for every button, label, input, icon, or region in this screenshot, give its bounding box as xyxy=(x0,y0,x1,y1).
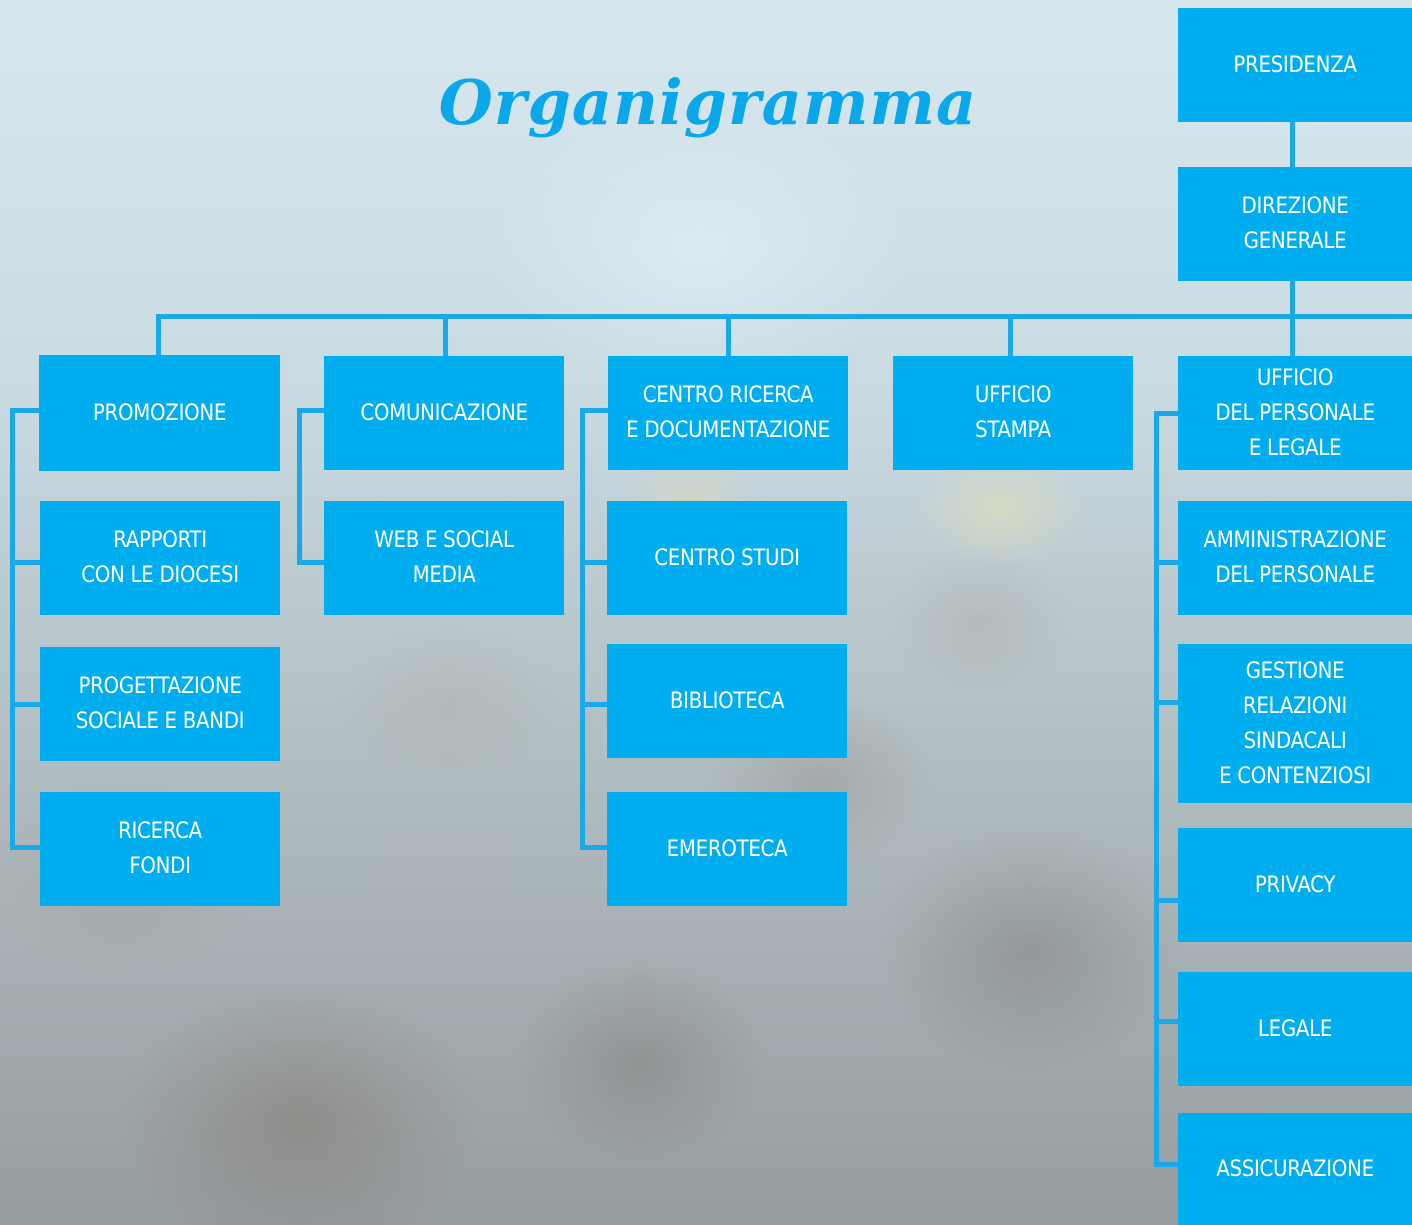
bracket-comunicazione-vertical xyxy=(297,408,302,565)
bracket-comunicazione-tick xyxy=(297,560,325,565)
box-amministrazione-del-personale: AMMINISTRAZIONE DEL PERSONALE xyxy=(1178,501,1412,615)
box-ricerca-fondi: RICERCA FONDI xyxy=(40,792,280,906)
bracket-promozione-vertical xyxy=(10,408,15,850)
connector-horizontal-main xyxy=(156,314,1412,319)
box-ufficio-del-personale: UFFICIO DEL PERSONALE E LEGALE xyxy=(1178,356,1412,470)
bracket-promozione-tick xyxy=(10,560,40,565)
bracket-centro-ricerca-tick xyxy=(580,408,608,413)
box-rapporti-con-le-diocesi: RAPPORTI CON LE DIOCESI xyxy=(40,501,280,615)
bracket-promozione-tick xyxy=(10,408,40,413)
connector-drop-comunicazione xyxy=(443,314,448,357)
bracket-centro-ricerca-tick xyxy=(580,560,608,565)
bracket-personale-tick xyxy=(1154,411,1179,416)
box-assicurazione: ASSICURAZIONE xyxy=(1178,1113,1412,1225)
bracket-promozione-tick xyxy=(10,845,40,850)
bracket-comunicazione-tick xyxy=(297,408,325,413)
connector-drop-ufficio-stampa xyxy=(1008,314,1013,357)
box-ufficio-stampa: UFFICIO STAMPA xyxy=(893,356,1133,470)
box-promozione: PROMOZIONE xyxy=(39,355,280,471)
box-direzione-generale: DIREZIONE GENERALE xyxy=(1178,167,1412,281)
box-gestione-relazioni-sindacali: GESTIONE RELAZIONI SINDACALI E CONTENZIO… xyxy=(1178,644,1412,803)
box-emeroteca: EMEROTECA xyxy=(607,792,847,906)
box-centro-ricerca: CENTRO RICERCA E DOCUMENTAZIONE xyxy=(608,356,848,470)
bracket-personale-tick xyxy=(1154,1162,1179,1167)
page-title: Organigramma xyxy=(438,66,978,139)
box-web-e-social-media: WEB E SOCIAL MEDIA xyxy=(324,501,564,615)
bracket-centro-ricerca-tick xyxy=(580,702,608,707)
bracket-personale-tick xyxy=(1154,560,1179,565)
bracket-personale-tick xyxy=(1154,898,1179,903)
bracket-centro-ricerca-vertical xyxy=(580,408,585,850)
bracket-personale-tick xyxy=(1154,1019,1179,1024)
box-privacy: PRIVACY xyxy=(1178,828,1412,942)
bracket-centro-ricerca-tick xyxy=(580,845,608,850)
box-progettazione-sociale: PROGETTAZIONE SOCIALE E BANDI xyxy=(40,647,280,761)
bracket-personale-tick xyxy=(1154,700,1179,705)
box-presidenza: PRESIDENZA xyxy=(1178,8,1412,122)
box-comunicazione: COMUNICAZIONE xyxy=(324,356,564,470)
bracket-personale-vertical xyxy=(1154,411,1159,1167)
box-biblioteca: BIBLIOTECA xyxy=(607,644,847,758)
connector-direzione-down xyxy=(1290,281,1295,357)
connector-presidenza-direzione xyxy=(1290,121,1295,169)
connector-drop-centro-ricerca xyxy=(726,314,731,357)
bracket-promozione-tick xyxy=(10,702,40,707)
box-centro-studi: CENTRO STUDI xyxy=(607,501,847,615)
box-legale: LEGALE xyxy=(1178,972,1412,1086)
connector-drop-promozione xyxy=(156,314,161,357)
